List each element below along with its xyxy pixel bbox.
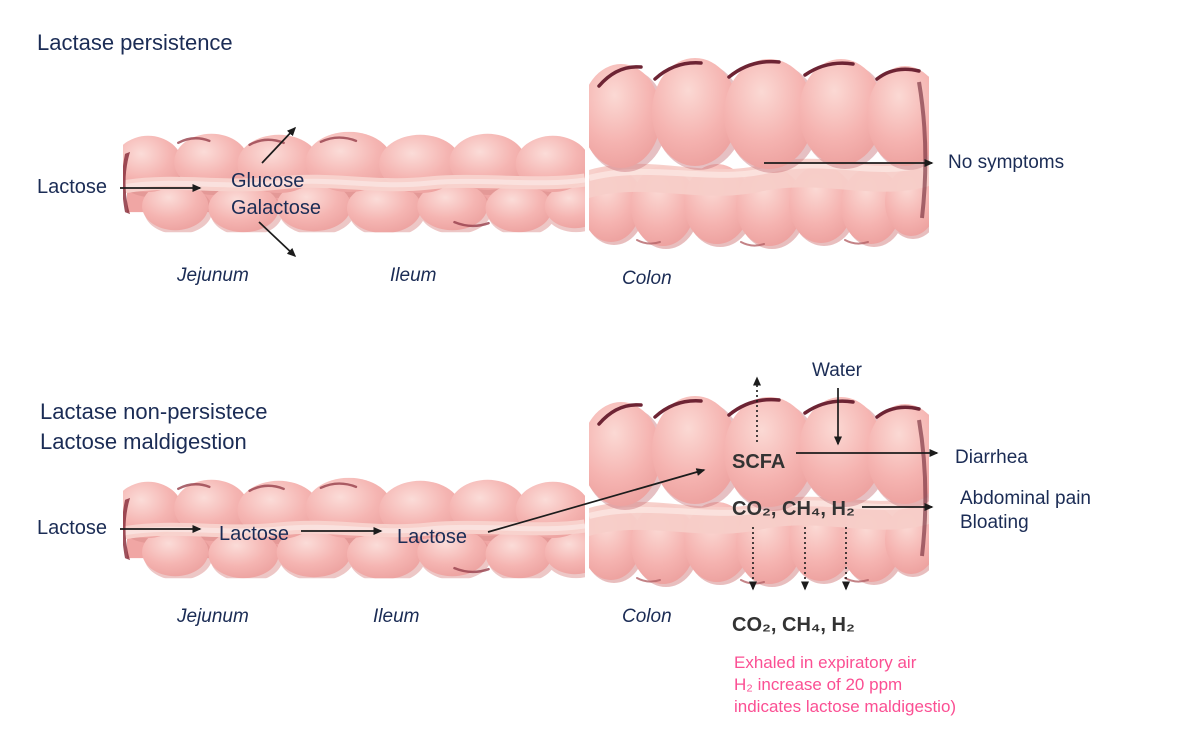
- label-lactose-ileum: Lactose: [397, 526, 468, 548]
- colon-illustration-top: [588, 52, 930, 252]
- section-title-nonpersistence: Lactase non-persistece Lactose maldigest…: [40, 397, 267, 457]
- breath-test-note-line2: H₂ increase of 20 ppm: [734, 675, 903, 694]
- label-abdominal-pain: Abdominal pain: [960, 488, 1091, 509]
- label-bloating: Bloating: [960, 512, 1029, 533]
- label-lactose-jejunum: Lactose: [219, 523, 290, 545]
- small-intestine-illustration-bottom: [123, 476, 585, 580]
- label-no-symptoms: No symptoms: [948, 152, 1065, 173]
- segment-label-colon-bottom: Colon: [622, 606, 672, 627]
- breath-test-note-line1: Exhaled in expiratory air: [734, 653, 917, 672]
- segment-label-ileum-top: Ileum: [390, 265, 437, 286]
- label-gases-exhaled: CO₂, CH₄, H₂: [732, 614, 855, 636]
- segment-label-ileum-bottom: Ileum: [373, 606, 420, 627]
- segment-label-jejunum-bottom: Jejunum: [177, 606, 249, 627]
- section-title-persistence: Lactase persistence: [37, 30, 233, 55]
- label-scfa: SCFA: [732, 451, 786, 473]
- section-title-line2: Lactose maldigestion: [40, 429, 247, 454]
- label-lactose-input-top: Lactose: [37, 176, 108, 198]
- label-galactose: Galactose: [231, 197, 322, 219]
- segment-label-jejunum-top: Jejunum: [177, 265, 249, 286]
- label-gases-in-colon: CO₂, CH₄, H₂: [732, 498, 855, 520]
- small-intestine-illustration-top: [123, 130, 585, 234]
- label-lactose-input-bottom: Lactose: [37, 517, 108, 539]
- label-diarrhea: Diarrhea: [955, 447, 1028, 468]
- label-glucose: Glucose: [231, 170, 305, 192]
- breath-test-note-line3: indicates lactose maldigestio): [734, 697, 957, 716]
- breath-test-note: Exhaled in expiratory air H₂ increase of…: [734, 652, 956, 718]
- section-title-line1: Lactase non-persistece: [40, 399, 268, 424]
- label-water: Water: [812, 360, 862, 381]
- segment-label-colon-top: Colon: [622, 268, 672, 289]
- colon-illustration-bottom: [588, 390, 930, 590]
